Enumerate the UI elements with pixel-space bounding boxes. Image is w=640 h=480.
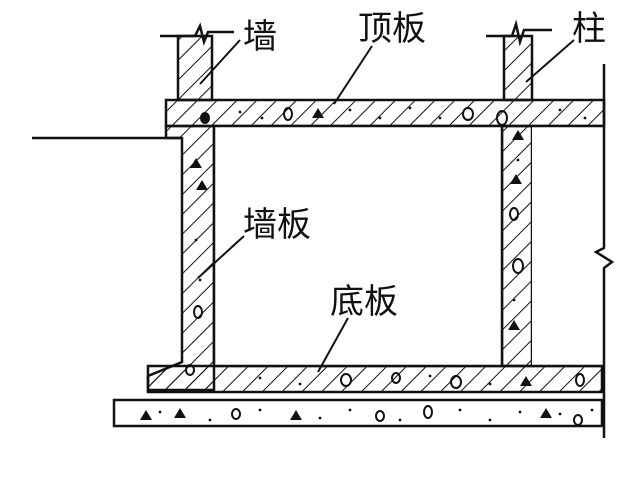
aggregate-stones xyxy=(140,107,585,426)
label-roof-slab: 顶板 xyxy=(358,9,426,49)
label-wall-slab: 墙板 xyxy=(243,205,311,245)
upper-column xyxy=(486,19,552,102)
left-wall-slab xyxy=(146,124,216,392)
roof-slab xyxy=(164,98,606,128)
leader-floor-slab xyxy=(317,317,349,373)
label-wall: 墙 xyxy=(243,17,277,57)
leader-roof-slab xyxy=(333,45,373,105)
leader-wall-slab xyxy=(197,235,245,279)
leader-wall xyxy=(199,39,241,85)
leader-column xyxy=(525,39,575,83)
upper-wall xyxy=(160,22,234,102)
label-floor-slab: 底板 xyxy=(330,282,398,322)
leader-lines xyxy=(197,39,575,373)
label-column: 柱 xyxy=(572,9,606,49)
aggregate-dots xyxy=(158,106,594,422)
cushion-layer xyxy=(112,398,604,428)
interior-room xyxy=(212,124,504,368)
break-line xyxy=(593,64,615,438)
floor-slab xyxy=(146,364,604,394)
right-bay xyxy=(532,126,602,366)
